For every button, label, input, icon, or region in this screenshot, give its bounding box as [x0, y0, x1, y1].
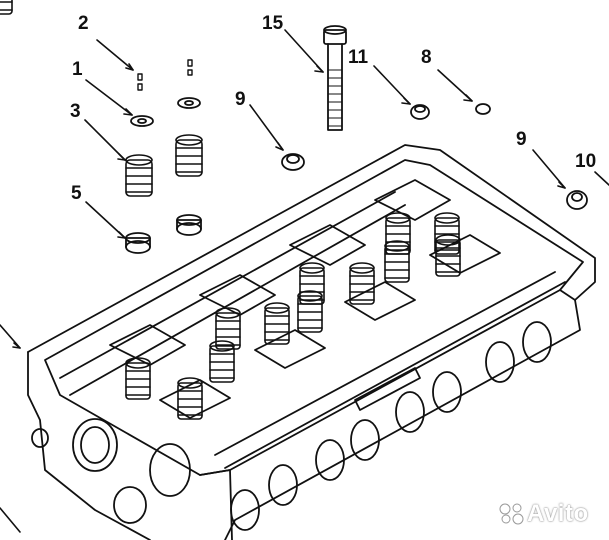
cylinder-head [0, 0, 596, 540]
callout-9-left: 9 [235, 89, 246, 110]
callout-3: 3 [70, 101, 81, 122]
o-ring-seal [281, 153, 588, 210]
callout-5: 5 [71, 183, 82, 204]
washer [475, 103, 491, 115]
callout-2: 2 [78, 13, 89, 34]
valve-spring [125, 134, 203, 197]
callout-8: 8 [421, 47, 432, 68]
leader-lines [0, 29, 609, 533]
plug-seal [410, 104, 430, 120]
valve-keepers [137, 59, 193, 91]
callout-10: 10 [575, 151, 597, 172]
head-bolt [323, 25, 347, 131]
avito-watermark: Avito [527, 500, 589, 527]
callout-11: 11 [348, 47, 369, 68]
callout-9-right: 9 [516, 129, 527, 150]
avito-logo-icon [499, 503, 524, 525]
valve-stem-seal [125, 214, 202, 254]
installed-valve-springs [0, 0, 13, 15]
callout-15: 15 [262, 13, 284, 34]
spring-retainer [130, 97, 201, 127]
callout-1: 1 [72, 59, 83, 80]
